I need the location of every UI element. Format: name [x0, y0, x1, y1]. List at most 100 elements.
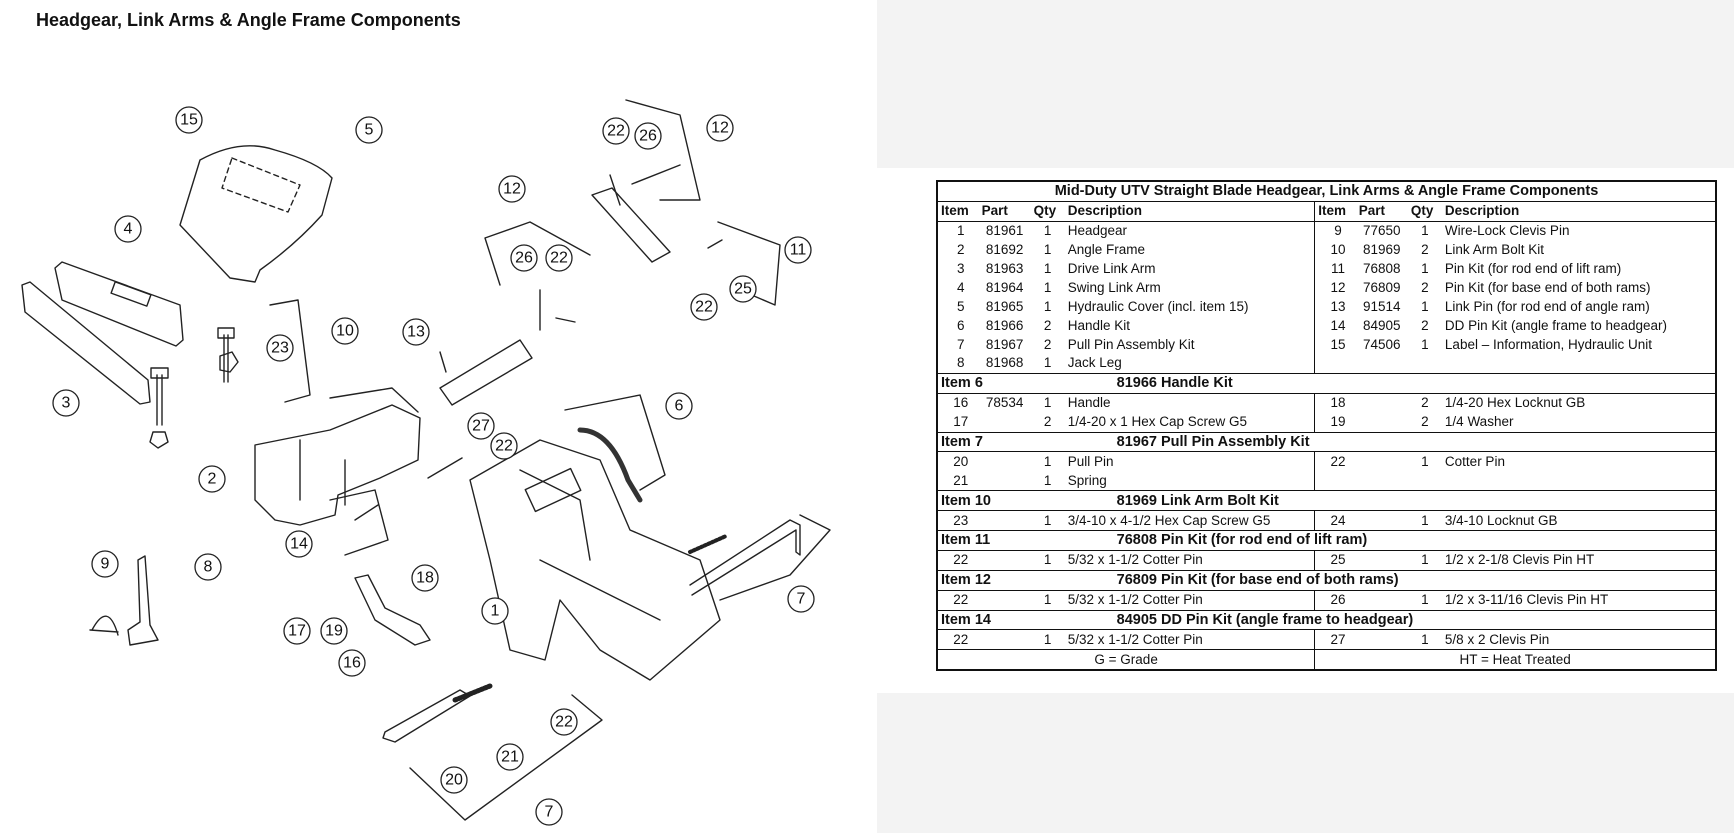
table-header-row: Item Part Qty Description Item Part Qty …	[937, 201, 1716, 222]
drive-link-arm-shape	[21, 281, 151, 405]
table-cell	[979, 452, 1031, 471]
table-cell	[1315, 471, 1356, 490]
callout-23: 23	[271, 340, 289, 357]
table-cell: 26	[1330, 592, 1346, 608]
table-cell: Handle Kit	[1064, 316, 1316, 336]
table-cell: 3/4-10 Locknut GB	[1444, 512, 1558, 528]
table-cell: 22	[953, 552, 969, 568]
table-cell: 1	[1043, 298, 1052, 314]
table-cell: 1	[1421, 552, 1429, 568]
kit-title: 81967 Pull Pin Assembly Kit	[1030, 431, 1716, 453]
table-cell: 1	[1043, 453, 1052, 469]
hydraulic-cover-shape	[179, 145, 333, 283]
table-cell: 1	[1043, 552, 1052, 568]
bolt-23-shape	[217, 327, 235, 383]
callout-6: 6	[675, 398, 684, 415]
callout-7-upper: 7	[797, 591, 806, 608]
link-arm-bolt-shape	[150, 367, 169, 426]
kit-item-label: Item 7	[937, 431, 1031, 453]
callout-19: 19	[325, 623, 343, 640]
table-cell: 81968	[985, 355, 1024, 371]
table-cell: 2	[957, 242, 965, 258]
table-cell: 77650	[1363, 223, 1401, 239]
table-cell: 5/32 x 1-1/2 Cotter Pin	[1064, 629, 1316, 650]
table-cell: Hydraulic Cover (incl. item 15)	[1064, 297, 1316, 317]
pin-26-upper-shape	[631, 164, 681, 185]
table-footer-row: G = Grade HT = Heat Treated	[937, 649, 1716, 671]
table-cell: 1	[1043, 395, 1052, 411]
table-cell: 1	[957, 223, 965, 239]
table-cell: 3	[957, 261, 965, 276]
table-cell: 1	[1043, 242, 1052, 258]
table-cell: 27	[1330, 631, 1346, 647]
exploded-parts-diagram: 15 5 4 3 23 10 13 2 14 27 22 12 26 22 22…	[21, 99, 831, 826]
table-cell: 5	[957, 298, 965, 314]
callout-4: 4	[124, 221, 133, 238]
table-cell: 13	[1330, 298, 1346, 314]
table-cell	[1356, 354, 1408, 373]
col-part-2: Part	[1355, 201, 1408, 222]
table-cell: 1	[1421, 453, 1429, 469]
table-cell: 81966	[985, 317, 1024, 333]
table-cell: Drive Link Arm	[1064, 259, 1316, 279]
table-cell: 8	[957, 355, 965, 371]
table-cell: 81692	[985, 242, 1024, 258]
angle-frame-shape	[254, 404, 421, 526]
pull-pin-lower-shape	[382, 689, 471, 743]
table-cell: 2	[1043, 317, 1052, 333]
table-cell: 12	[1330, 279, 1346, 295]
table-cell: 17	[953, 414, 969, 430]
table-cell: 20	[953, 453, 969, 469]
table-cell: 1/2 x 3-11/16 Clevis Pin HT	[1444, 592, 1609, 608]
table-cell	[1356, 630, 1408, 650]
table-cell: 16	[953, 395, 969, 411]
table-cell: 18	[1330, 395, 1346, 411]
table-cell	[1356, 413, 1408, 432]
table-cell: 2	[1421, 395, 1429, 411]
table-cell: 1	[1421, 261, 1429, 276]
callout-12-upper: 12	[711, 120, 729, 137]
table-cell: 84905	[1363, 317, 1401, 333]
label-outline	[221, 157, 301, 213]
grade-note: G = Grade	[937, 649, 1316, 671]
callout-25: 25	[734, 281, 752, 298]
table-cell: 1	[1421, 631, 1429, 647]
col-description: Description	[1064, 201, 1316, 222]
col-part: Part	[978, 201, 1031, 222]
table-cell: 22	[953, 592, 969, 608]
bracket-7-upper	[719, 514, 831, 601]
table-cell: 2	[1421, 242, 1429, 258]
pin-25-shape	[707, 239, 723, 249]
table-cell: 81969	[1363, 242, 1401, 258]
locknut-24-shape	[219, 351, 239, 373]
table-cell: Angle Frame	[1064, 240, 1316, 260]
table-cell: 24	[1330, 512, 1346, 528]
table-cell: 2	[1421, 279, 1429, 295]
bracket-7-lower	[409, 694, 603, 821]
callout-26-upper: 26	[639, 128, 657, 145]
table-cell: 1/4-20 x 1 Hex Cap Screw G5	[1064, 412, 1316, 433]
kit-title: 84905 DD Pin Kit (angle frame to headgea…	[1030, 609, 1716, 631]
link-arm-nut-shape	[149, 431, 169, 449]
table-cell: 81964	[985, 279, 1024, 295]
table-cell: 10	[1330, 242, 1346, 258]
table-cell: 1	[1421, 512, 1429, 528]
table-cell: 1	[1421, 223, 1429, 239]
table-cell	[1442, 471, 1716, 490]
bracket-14	[329, 489, 389, 556]
callout-1: 1	[491, 603, 500, 620]
table-cell: 7	[957, 336, 965, 352]
callout-12-lower: 12	[503, 181, 521, 198]
table-cell: DD Pin Kit (angle frame to headgear)	[1444, 317, 1668, 333]
table-cell: 1	[1421, 592, 1429, 608]
